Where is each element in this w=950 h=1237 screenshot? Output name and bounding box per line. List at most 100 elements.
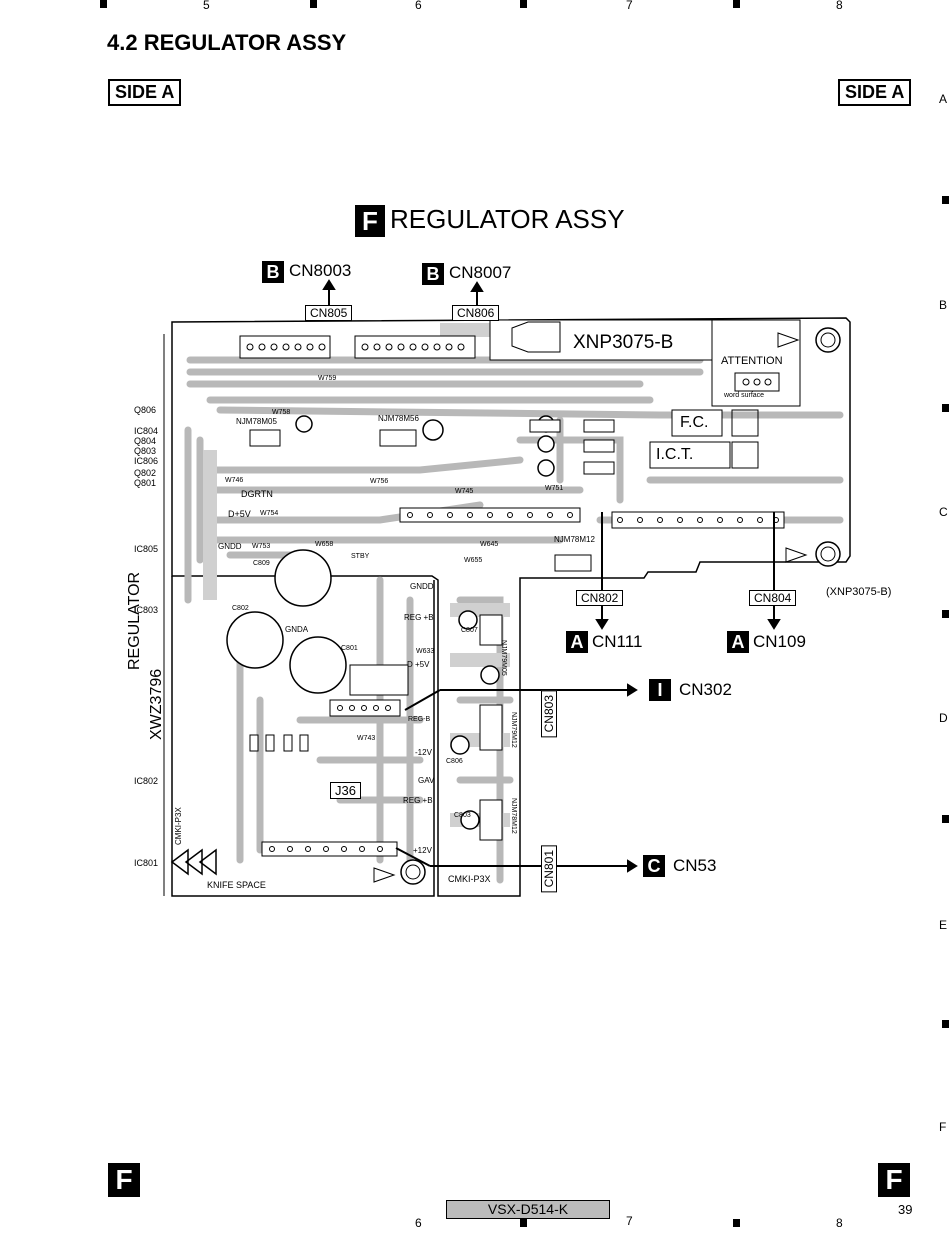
connector-box: CN805: [305, 305, 353, 321]
wire-label: W753: [252, 543, 271, 550]
ict-label: I.C.T.: [656, 446, 694, 463]
gndd-label: GNDD: [218, 542, 242, 551]
registration-mark: [942, 610, 949, 618]
wire-label: W645: [480, 541, 499, 548]
board-id-label: XWZ3796: [148, 668, 165, 740]
registration-mark: [942, 815, 949, 823]
dgrtn-label: DGRTN: [241, 489, 273, 499]
gndd-label: GNDD: [410, 582, 434, 591]
section-title: 4.2 REGULATOR ASSY: [107, 30, 347, 55]
wire-label: W745: [455, 488, 474, 495]
connector-label: CN111: [592, 632, 643, 651]
registration-mark: [733, 0, 740, 8]
registration-mark: [942, 404, 949, 412]
registration-mark: [733, 1219, 740, 1227]
part-number-note: (XNP3075-B): [826, 586, 892, 598]
cmki-label: CMKI-P3X: [174, 807, 183, 845]
connector-tag: A: [727, 631, 749, 653]
connector-tag: I: [649, 679, 671, 701]
wire-label: W633: [416, 648, 435, 655]
wire-label: W658: [315, 541, 334, 548]
knife-space-label: KNIFE SPACE: [207, 880, 266, 890]
column-number: 5: [203, 0, 210, 12]
connector-tag: B: [422, 263, 444, 285]
footer-tag-left: F: [108, 1163, 140, 1197]
left-ref: IC803: [134, 605, 159, 615]
wire-label: W746: [225, 477, 244, 484]
connector-label: CN53: [673, 856, 717, 875]
wire-label: W758: [272, 409, 291, 416]
column-number: 6: [415, 1216, 422, 1230]
left-ref: IC804: [134, 426, 159, 436]
connector-label: CN109: [753, 632, 806, 651]
d5v-label: D+5V: [228, 509, 251, 519]
plus12-label: +12V: [413, 846, 432, 855]
column-number: 7: [626, 0, 633, 12]
stby-label: STBY: [351, 553, 370, 560]
cap-label: C803: [454, 812, 471, 819]
wire-label: W743: [357, 735, 376, 742]
connector-tag: C: [643, 855, 665, 877]
left-ref: Q804: [134, 436, 157, 446]
column-number: 7: [626, 1214, 633, 1228]
left-ref: Q803: [134, 446, 157, 456]
connector-box: CN802: [576, 590, 624, 606]
connector-box: CN804: [749, 590, 797, 606]
wire-label: W756: [370, 478, 389, 485]
left-ref: IC802: [134, 776, 159, 786]
registration-mark: [942, 1020, 949, 1028]
attention-label: ATTENTION: [721, 355, 783, 367]
footer-tag-right: F: [878, 1163, 910, 1197]
column-number: 8: [836, 1216, 843, 1230]
wire-label: W759: [318, 375, 337, 382]
ic-name: NJM79M05: [500, 640, 507, 676]
row-letter: B: [939, 298, 948, 312]
left-ref: IC806: [134, 456, 159, 466]
column-number: 8: [836, 0, 843, 12]
assy-title: REGULATOR ASSY: [390, 204, 625, 234]
fc-label: F.C.: [680, 414, 709, 431]
left-ref: IC805: [134, 544, 159, 554]
reg-b-label-2: REG-B: [408, 716, 431, 723]
side-label-left: SIDE A: [108, 79, 182, 106]
registration-mark: [520, 1219, 527, 1227]
cap-label: C802: [232, 605, 249, 612]
assy-tag: F: [355, 205, 385, 237]
wire-label: W754: [260, 510, 279, 517]
row-letter: A: [939, 92, 948, 106]
registration-mark: [942, 196, 949, 204]
registration-mark: [520, 0, 527, 8]
cmki-label: CMKI-P3X: [448, 874, 491, 884]
cap-label: C806: [446, 758, 463, 765]
left-ref: IC801: [134, 858, 159, 868]
left-ref: Q801: [134, 478, 157, 488]
row-letter: E: [939, 918, 948, 932]
row-letter: D: [939, 711, 948, 725]
connector-tag: B: [262, 261, 284, 283]
ic-name: NJM79M12: [510, 712, 517, 748]
connector-label: CN8003: [289, 261, 352, 280]
connector-label: CN8007: [449, 263, 512, 282]
reg-b-label: REG +B: [404, 613, 434, 622]
row-letter: F: [939, 1120, 947, 1134]
gnda-label: GNDA: [285, 625, 309, 634]
minus12-label: -12V: [415, 748, 432, 757]
registration-mark: [310, 0, 317, 8]
j36-label: J36: [330, 782, 361, 799]
connector-box: CN801: [541, 845, 557, 893]
cap-label: C807: [461, 627, 478, 634]
left-ref: Q806: [134, 405, 157, 415]
column-number: 6: [415, 0, 422, 12]
ic-name: NJM78M56: [378, 414, 419, 423]
connector-box: CN803: [541, 690, 557, 738]
connector-label: CN302: [679, 680, 732, 699]
left-ref: Q802: [134, 468, 157, 478]
registration-mark: [100, 0, 107, 8]
gav-label: GAV: [418, 776, 435, 785]
wire-label: W655: [464, 557, 483, 564]
model-number: VSX-D514-K: [446, 1200, 610, 1219]
board-part-number: XNP3075-B: [573, 332, 674, 353]
ic-name: NJM78M12: [554, 535, 595, 544]
row-letter: C: [939, 505, 948, 519]
